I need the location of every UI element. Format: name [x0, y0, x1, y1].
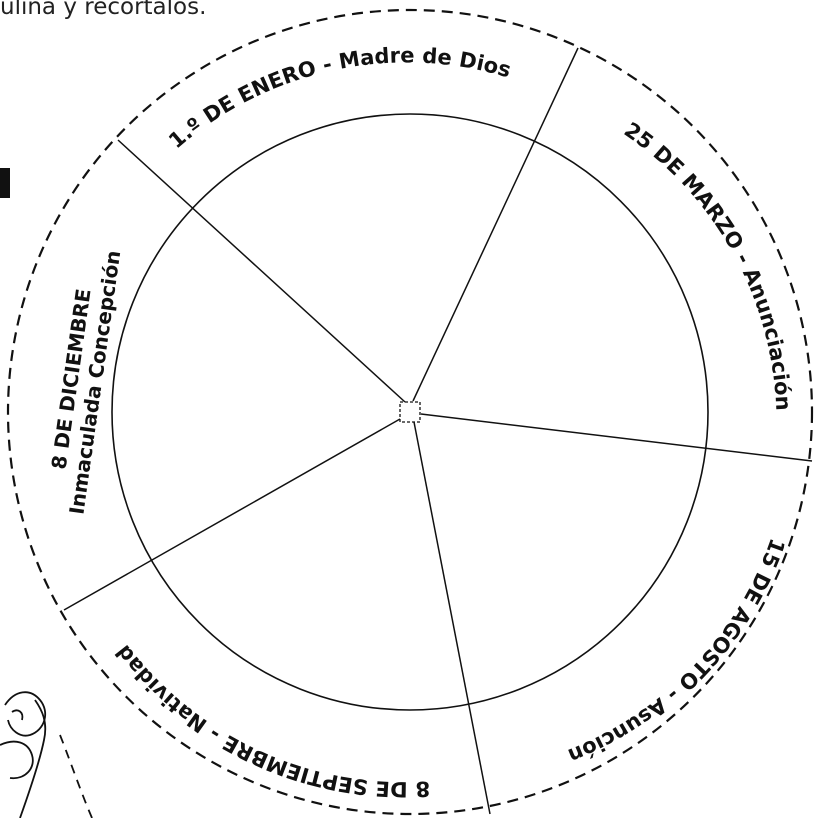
- label-enero: 1.º DE ENERO - Madre de Dios: [164, 43, 514, 153]
- decorative-drawing-fragment: [0, 691, 93, 818]
- instruction-text: ulina y recortalos.: [0, 0, 207, 20]
- center-pin-square: [399, 401, 421, 423]
- divider-line-4: [413, 421, 491, 815]
- outer-cut-circle: [6, 8, 814, 816]
- label-agosto: 15 DE AGOSTO - Asunción: [565, 535, 790, 768]
- label-marzo: 25 DE MARZO - Anunciación: [620, 118, 795, 412]
- divider-line-2: [412, 47, 579, 402]
- inner-circle: [111, 113, 709, 711]
- cropped-letter-fragment: [0, 168, 10, 198]
- divider-line-5: [63, 418, 401, 611]
- label-septiembre: 8 DE SEPTIEMBRE - Natividad: [111, 640, 431, 801]
- label-diciembre-group: 8 DE DICIEMBRE Inmaculada Concepción: [47, 249, 126, 516]
- divider-line-3: [420, 413, 813, 462]
- divider-line-1: [117, 139, 406, 403]
